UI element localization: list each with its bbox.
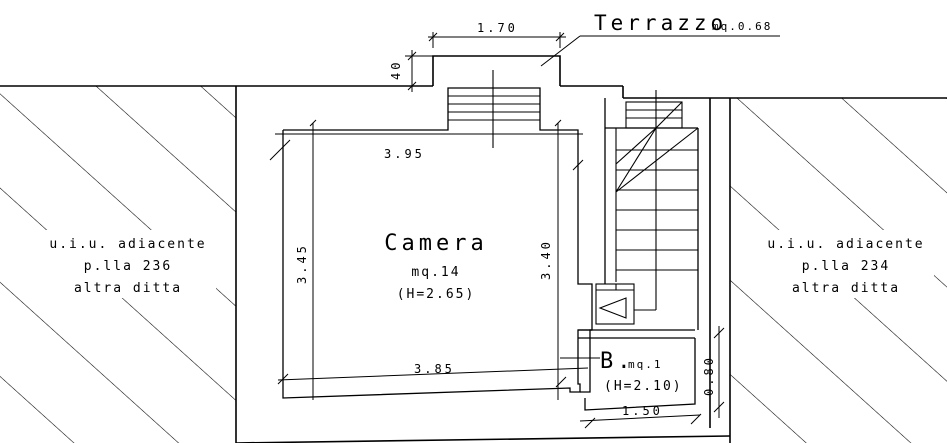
walls — [0, 55, 947, 443]
adjacent-right-line3: altra ditta — [792, 281, 900, 296]
terrace-width-dimension: 1.70 — [477, 21, 518, 35]
room-name: Camera — [384, 231, 487, 256]
adjacent-left-line1: u.i.u. adiacente — [49, 237, 206, 252]
bath-name: B. — [600, 349, 635, 374]
bath-area: mq.1 — [628, 358, 663, 371]
bath-height: (H=2.10) — [604, 379, 683, 394]
staircase — [595, 90, 699, 325]
room-height: (H=2.65) — [397, 287, 476, 302]
adjacent-left-line2: p.lla 236 — [84, 259, 172, 274]
room-right-dimension: 3.40 — [539, 239, 553, 280]
adjacent-right-line1: u.i.u. adiacente — [767, 237, 924, 252]
terrace-area: mq.0.68 — [712, 20, 772, 33]
terrace-stairs — [448, 70, 540, 148]
terrace-depth-dimension: 40 — [389, 60, 403, 80]
room-bottom-dimension: 3.85 — [414, 362, 455, 376]
dimension-lines — [269, 32, 780, 429]
bath-width-dimension: 1.50 — [622, 404, 663, 418]
room-top-dimension: 3.95 — [384, 147, 425, 161]
terrace-name: Terrazzo — [594, 11, 727, 35]
adjacent-left-line3: altra ditta — [74, 281, 182, 296]
adjacent-right-line2: p.lla 234 — [802, 259, 890, 274]
room-area: mq.14 — [411, 265, 460, 280]
room-left-dimension: 3.45 — [295, 243, 309, 284]
bath-depth-dimension: 0.80 — [702, 355, 716, 396]
